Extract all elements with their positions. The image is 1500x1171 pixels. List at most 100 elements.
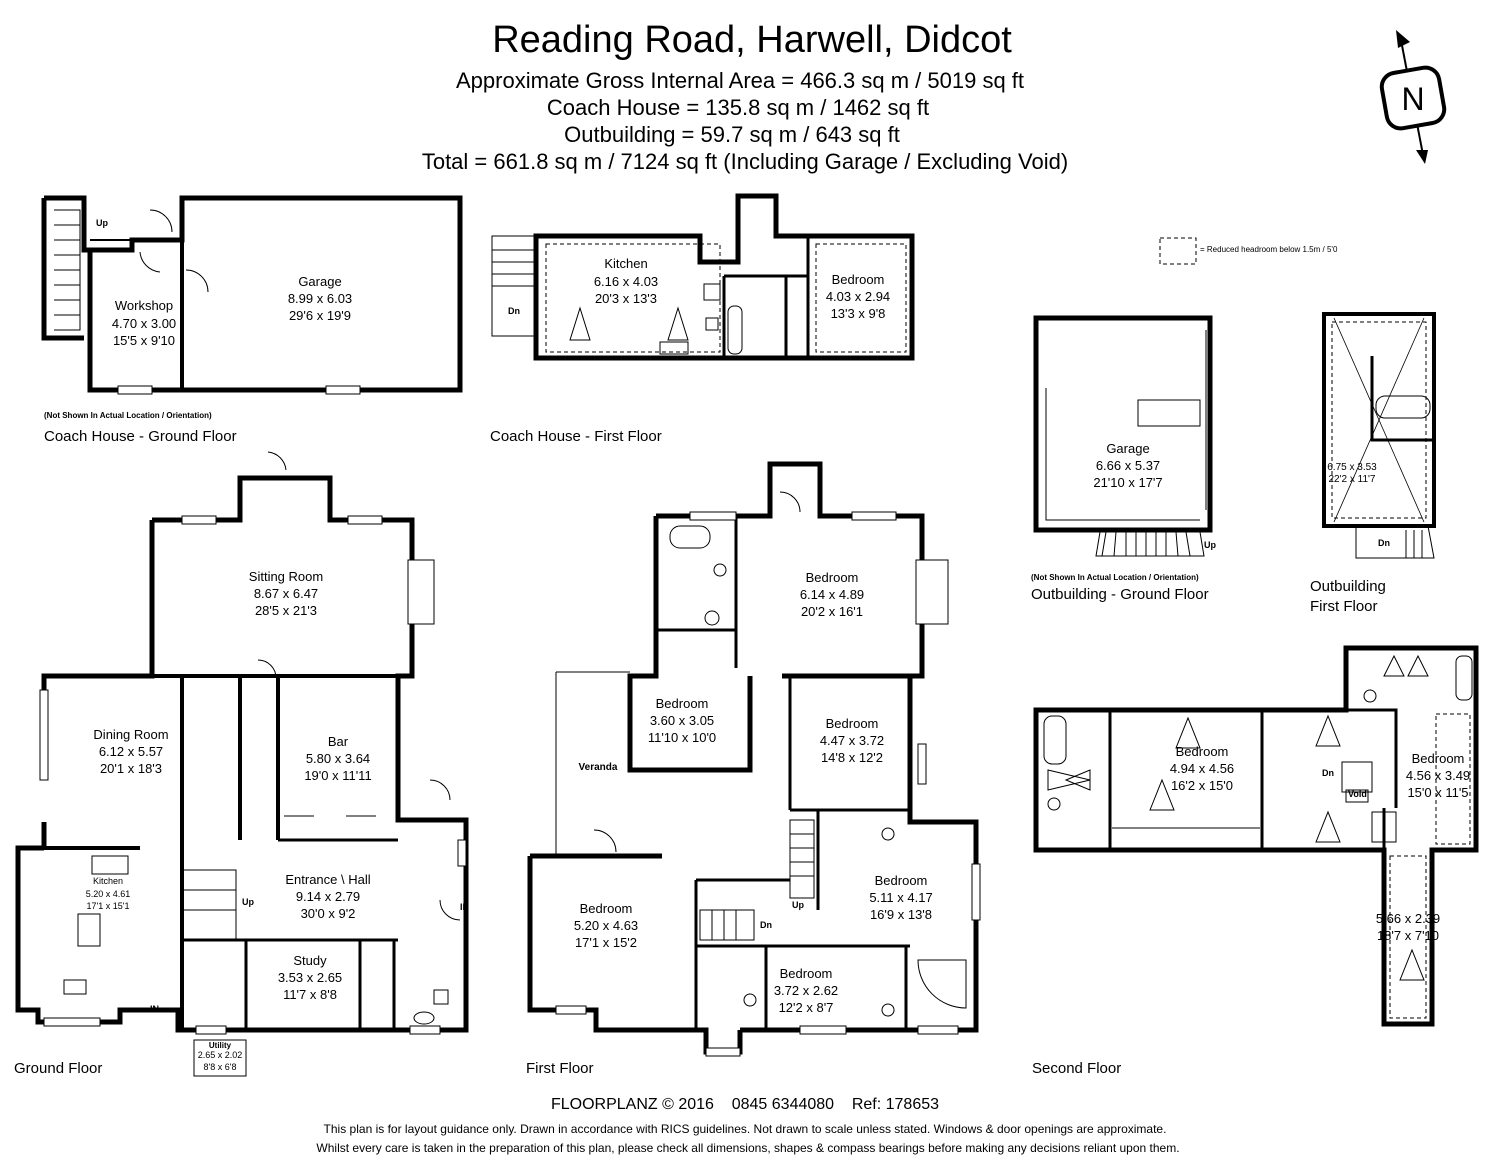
footer-disclaimer-1: This plan is for layout guidance only. D… [324, 1122, 1167, 1136]
label-outbuilding-first-1: Outbuilding [1310, 578, 1386, 595]
room-sitting-name: Sitting Room [249, 569, 323, 584]
room-loft-imperial: 18'7 x 7'10 [1377, 928, 1439, 943]
room-bed2-imperial: 11'10 x 10'0 [648, 730, 716, 745]
room-coach-garage-imperial: 29'6 x 19'9 [289, 308, 351, 323]
room-bar-imperial: 19'0 x 11'11 [304, 768, 371, 783]
room-kitchen-name: Kitchen [93, 876, 123, 886]
compass-icon: N [1379, 30, 1447, 164]
room-bed2-name: Bedroom [656, 696, 709, 711]
first-floor [527, 461, 981, 1057]
kitchen-entrance-marker: IN [150, 1004, 159, 1014]
room-sitting-imperial: 28'5 x 21'3 [255, 603, 317, 618]
room-bed1-name: Bedroom [806, 570, 859, 585]
outbuilding-location-note: (Not Shown In Actual Location / Orientat… [1031, 573, 1199, 582]
label-ground-floor: Ground Floor [14, 1060, 102, 1077]
area-line-1: Approximate Gross Internal Area = 466.3 … [456, 68, 1024, 93]
label-second-floor: Second Floor [1032, 1060, 1121, 1077]
room-coach-kitchen-name: Kitchen [604, 256, 647, 271]
room-coach-bedroom-metric: 4.03 x 2.94 [826, 289, 890, 304]
ground-entrance-marker: IN [460, 902, 469, 912]
coach-location-note: (Not Shown In Actual Location / Orientat… [44, 411, 212, 420]
coach-first-dn-marker: Dn [508, 306, 520, 316]
room-dining-name: Dining Room [93, 727, 168, 742]
footer-credit: FLOORPLANZ © 2016 0845 6344080 Ref: 1786… [551, 1096, 939, 1113]
room-bed5-imperial: 16'9 x 13'8 [870, 907, 932, 922]
room-out-garage-name: Garage [1106, 441, 1149, 456]
room-bed8-imperial: 15'0 x 11'5 [1407, 785, 1468, 800]
legend-label: = Reduced headroom below 1.5m / 5'0 [1200, 245, 1338, 254]
room-bed1-metric: 6.14 x 4.89 [800, 587, 864, 602]
room-bar-metric: 5.80 x 3.64 [306, 751, 370, 766]
room-utility-imperial: 8'8 x 6'8 [204, 1062, 237, 1072]
room-bed8-name: Bedroom [1412, 751, 1465, 766]
room-hall-name: Entrance \ Hall [285, 872, 370, 887]
label-coach-ground: Coach House - Ground Floor [44, 428, 237, 445]
label-coach-first: Coach House - First Floor [490, 428, 662, 445]
footer-disclaimer-2: Whilst every care is taken in the prepar… [316, 1141, 1179, 1155]
room-bed7-metric: 4.94 x 4.56 [1170, 761, 1234, 776]
room-study-metric: 3.53 x 2.65 [278, 970, 342, 985]
room-workshop-name: Workshop [115, 298, 173, 313]
room-kitchen-metric: 5.20 x 4.61 [86, 889, 131, 899]
room-coach-kitchen-imperial: 20'3 x 13'3 [595, 291, 657, 306]
room-hall-imperial: 30'0 x 9'2 [301, 906, 356, 921]
room-coach-kitchen-metric: 6.16 x 4.03 [594, 274, 658, 289]
room-bar-name: Bar [328, 734, 349, 749]
room-bed6-metric: 3.72 x 2.62 [774, 983, 838, 998]
room-study-name: Study [293, 953, 327, 968]
room-workshop-metric: 4.70 x 3.00 [112, 316, 176, 331]
label-first-floor: First Floor [526, 1060, 594, 1077]
room-bed1-imperial: 20'2 x 16'1 [801, 604, 863, 619]
room-kitchen-imperial: 17'1 x 15'1 [87, 901, 130, 911]
coach-house-first-floor [491, 193, 915, 361]
room-coach-bedroom-imperial: 13'3 x 9'8 [831, 306, 886, 321]
room-bed8-metric: 4.56 x 3.49 [1406, 768, 1470, 783]
room-utility-name: Utility [209, 1041, 232, 1050]
room-hall-metric: 9.14 x 2.79 [296, 889, 360, 904]
label-outbuilding-ground: Outbuilding - Ground Floor [1031, 586, 1209, 603]
outbuilding-first-floor [1322, 312, 1436, 559]
room-bed5-metric: 5.11 x 4.17 [869, 890, 932, 905]
room-bed6-name: Bedroom [780, 966, 833, 981]
room-sitting-metric: 8.67 x 6.47 [254, 586, 318, 601]
room-loft-metric: 5.66 x 2.39 [1376, 911, 1440, 926]
first-up-marker: Up [792, 900, 804, 910]
room-bed3-name: Bedroom [826, 716, 879, 731]
room-bed4-metric: 5.20 x 4.63 [574, 918, 638, 933]
outbuilding-first-dn-marker: Dn [1378, 538, 1390, 548]
room-study-imperial: 11'7 x 8'8 [283, 987, 337, 1002]
room-out-first-imperial: 22'2 x 11'7 [1328, 474, 1375, 485]
room-dining-imperial: 20'1 x 18'3 [100, 761, 162, 776]
room-utility-metric: 2.65 x 2.02 [198, 1050, 243, 1060]
ground-up-marker: Up [242, 897, 254, 907]
room-dining-metric: 6.12 x 5.57 [99, 744, 163, 759]
room-out-garage-imperial: 21'10 x 17'7 [1093, 475, 1162, 490]
room-bed4-name: Bedroom [580, 901, 633, 916]
area-line-3: Outbuilding = 59.7 sq m / 643 sq ft [564, 122, 900, 147]
room-veranda-name: Veranda [579, 762, 618, 773]
room-bed5-name: Bedroom [875, 873, 928, 888]
room-void-name: Void [1348, 789, 1367, 799]
ground-floor [15, 451, 469, 1077]
room-bed4-imperial: 17'1 x 15'2 [575, 935, 637, 950]
room-bed3-imperial: 14'8 x 12'2 [821, 750, 883, 765]
reduced-headroom-swatch [1159, 237, 1197, 265]
second-dn-marker: Dn [1322, 768, 1334, 778]
room-out-garage-metric: 6.66 x 5.37 [1096, 458, 1160, 473]
room-out-first-metric: 6.75 x 3.53 [1327, 462, 1377, 473]
room-bed6-imperial: 12'2 x 8'7 [779, 1000, 834, 1015]
room-coach-bedroom-name: Bedroom [832, 272, 885, 287]
room-bed7-name: Bedroom [1176, 744, 1229, 759]
second-floor [1033, 645, 1479, 1027]
area-line-2: Coach House = 135.8 sq m / 1462 sq ft [547, 95, 929, 120]
room-coach-garage-metric: 8.99 x 6.03 [288, 291, 352, 306]
area-line-4: Total = 661.8 sq m / 7124 sq ft (Includi… [422, 149, 1068, 174]
room-bed2-metric: 3.60 x 3.05 [650, 713, 714, 728]
workshop-up-marker: Up [96, 218, 108, 228]
first-dn-marker: Dn [760, 920, 772, 930]
compass-letter: N [1401, 81, 1424, 117]
outbuilding-up-marker: Up [1204, 540, 1216, 550]
label-outbuilding-first-2: First Floor [1310, 598, 1378, 615]
room-workshop-imperial: 15'5 x 9'10 [113, 333, 175, 348]
